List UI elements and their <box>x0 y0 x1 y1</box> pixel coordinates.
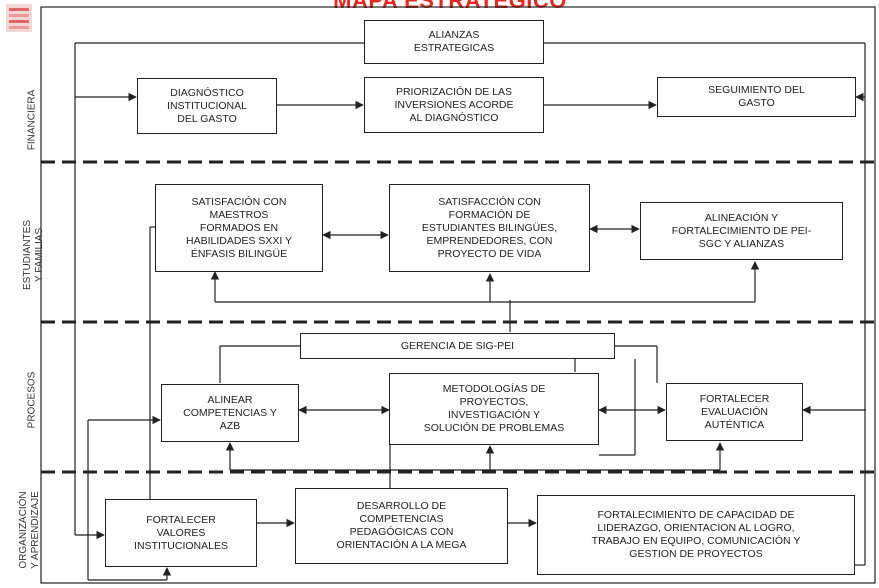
perspective-organizacion-label: ORGANIZACIÓN Y APRENDIZAJE <box>18 491 41 569</box>
box-fortalecimiento-capacidad: FORTALECIMIENTO DE CAPACIDAD DE LIDERAZG… <box>537 495 855 575</box>
box-alianzas-estrategicas: ALIANZAS ESTRATEGICAS <box>364 20 544 64</box>
school-logo-icon <box>6 4 32 32</box>
box-seguimiento-gasto: SEGUIMIENTO DEL GASTO <box>657 77 856 117</box>
box-alineacion-pei: ALINEACIÓN Y FORTALECIMIENTO DE PEI- SGC… <box>640 202 843 260</box>
perspective-organizacion: ORGANIZACIÓN Y APRENDIZAJE <box>16 480 44 580</box>
perspective-financiera-label: FINANCIERA <box>26 89 37 151</box>
box-satisfaccion-maestros: SATISFACIÓN CON MAESTROS FORMADOS EN HAB… <box>155 184 323 272</box>
box-fortalecer-evaluacion: FORTALECER EVALUACIÓN AUTÉNTICA <box>666 383 803 441</box>
perspective-procesos: PROCESOS <box>22 360 42 440</box>
box-metodologias: METODOLOGÍAS DE PROYECTOS, INVESTIGACIÓN… <box>389 373 599 445</box>
perspective-estudiantes-label: ESTUDIANTES Y FAMILIAS <box>22 219 46 291</box>
box-fortalecer-valores: FORTALECER VALORES INSTITUCIONALES <box>105 499 257 567</box>
perspective-financiera: FINANCIERA <box>22 80 42 160</box>
box-priorizacion-inversiones: PRIORIZACIÓN DE LAS INVERSIONES ACORDE A… <box>364 77 544 133</box>
box-satisfaccion-formacion: SATISFACCIÓN CON FORMACIÓN DE ESTUDIANTE… <box>389 184 590 272</box>
box-desarrollo-competencias: DESARROLLO DE COMPETENCIAS PEDAGÓGICAS C… <box>295 488 508 564</box>
box-diagnostico-gasto: DIAGNÓSTICO INSTITUCIONAL DEL GASTO <box>137 78 277 134</box>
box-alinear-competencias: ALINEAR COMPETENCIAS Y AZB <box>161 384 299 442</box>
perspective-estudiantes: ESTUDIANTES Y FAMILIAS <box>20 200 48 310</box>
perspective-procesos-label: PROCESOS <box>26 371 37 429</box>
box-gerencia-sig-pei: GERENCIA DE SIG-PEI <box>300 333 615 359</box>
